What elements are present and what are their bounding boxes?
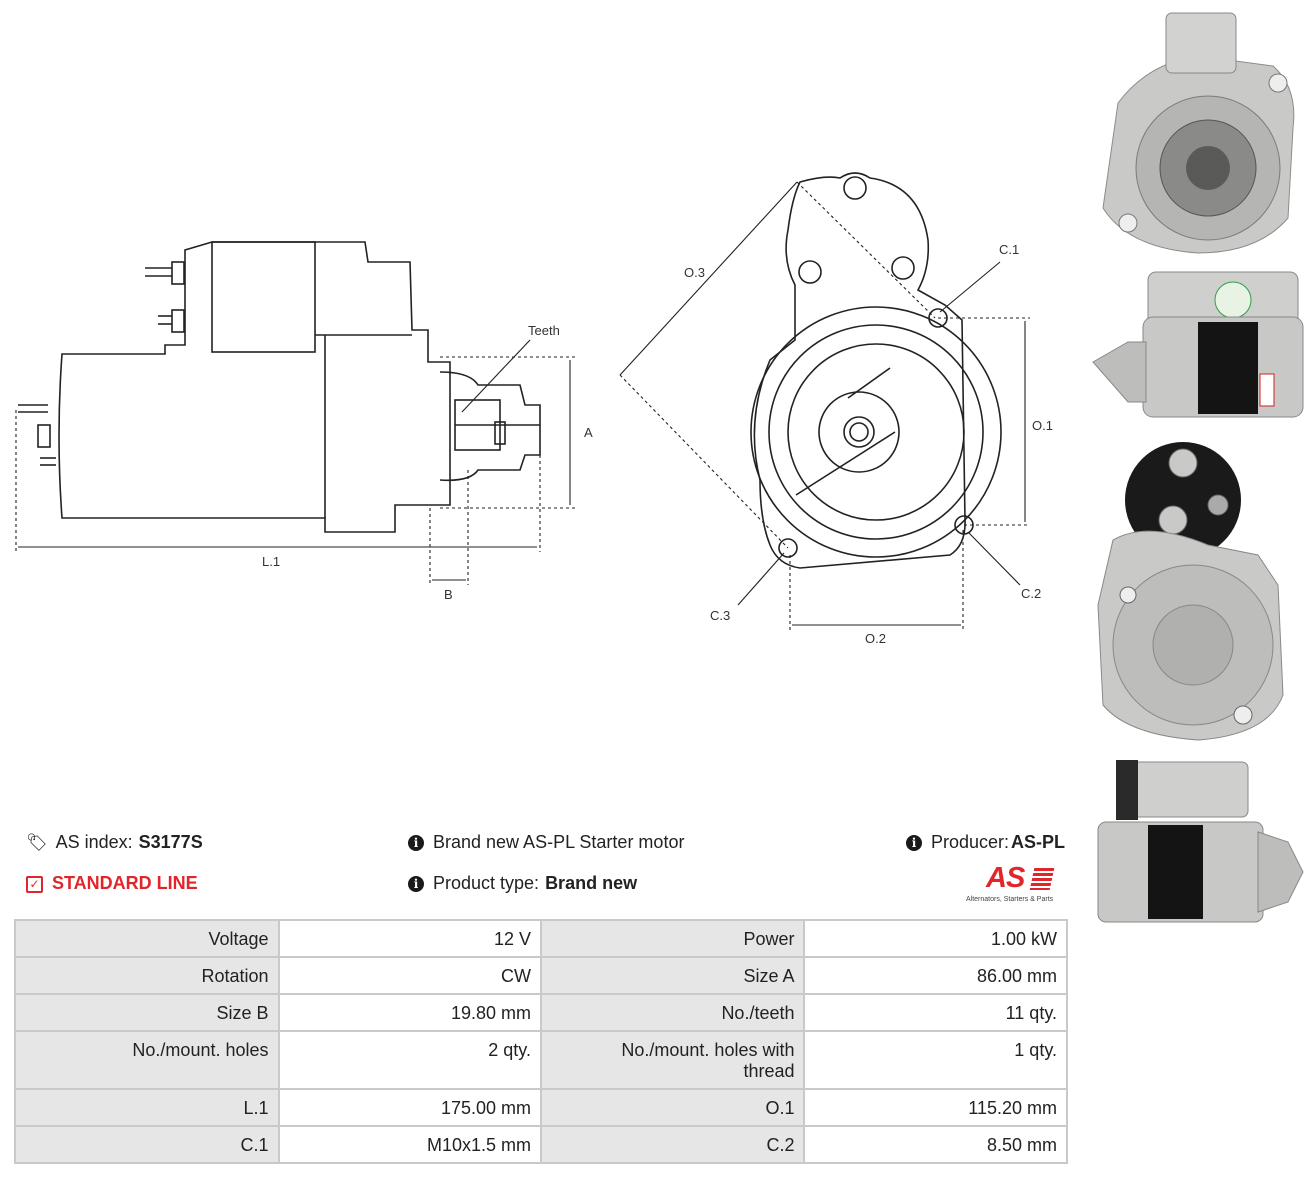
- producer-value: AS-PL: [1011, 832, 1066, 852]
- logo-tagline: Alternators, Starters & Parts: [966, 896, 1054, 903]
- product-type-value: Brand new: [545, 873, 638, 893]
- standard-line-badge: ✓ STANDARD LINE: [26, 873, 198, 894]
- spec-key: Power: [541, 921, 804, 956]
- spec-key: C.1: [16, 1127, 278, 1162]
- as-index-row: 🏷 AS index: S3177S: [26, 832, 203, 853]
- product-type-label: Product type:: [433, 873, 540, 893]
- spec-value: 19.80 mm: [279, 995, 540, 1030]
- tag-icon: 🏷: [26, 832, 48, 852]
- spec-value: 86.00 mm: [805, 958, 1066, 993]
- spec-key: No./teeth: [541, 995, 804, 1030]
- product-photo-rear[interactable]: [1088, 435, 1308, 745]
- logo-mark: AS: [986, 862, 1025, 894]
- product-photo-side[interactable]: [1088, 262, 1308, 427]
- dim-o1-label: O.1: [1032, 418, 1053, 433]
- product-type-row: i Product type: Brand new: [408, 873, 637, 894]
- dim-a-label: A: [584, 425, 593, 440]
- product-photo-front[interactable]: [1088, 8, 1308, 258]
- spec-value: 1.00 kW: [805, 921, 1066, 956]
- brand-text: Brand new AS-PL Starter motor: [433, 832, 685, 852]
- logo-stripes: [1029, 868, 1055, 890]
- as-index-value: S3177S: [138, 832, 203, 852]
- dim-b-label: B: [444, 587, 453, 602]
- spec-value: 1 qty.: [805, 1032, 1066, 1088]
- info-icon: i: [906, 834, 922, 851]
- producer-row: i Producer: AS-PL: [906, 832, 1065, 853]
- spec-key: C.2: [541, 1127, 804, 1162]
- front-view-drawing: O.3 C.1 O.1 C.2 C.3 O.2: [619, 172, 1053, 646]
- spec-value: 11 qty.: [805, 995, 1066, 1030]
- spec-value: 2 qty.: [279, 1032, 540, 1088]
- dim-o3-label: O.3: [684, 265, 705, 280]
- producer-label: Producer:: [931, 832, 1010, 852]
- producer-logo: AS Alternators, Starters & Parts: [962, 862, 1068, 906]
- spec-key: Rotation: [16, 958, 278, 993]
- spec-key: No./mount. holes: [16, 1032, 278, 1088]
- spec-key: O.1: [541, 1090, 804, 1125]
- dim-c3-label: C.3: [710, 608, 730, 623]
- spec-key: L.1: [16, 1090, 278, 1125]
- standard-line-label: STANDARD LINE: [52, 873, 198, 893]
- spec-value: M10x1.5 mm: [279, 1127, 540, 1162]
- spec-value: 8.50 mm: [805, 1127, 1066, 1162]
- as-index-label: AS index:: [55, 832, 133, 852]
- side-view-drawing: Teeth A L.1 B: [15, 241, 593, 602]
- brand-row: i Brand new AS-PL Starter motor: [408, 832, 684, 853]
- spec-key: No./mount. holes with thread: [541, 1032, 804, 1088]
- spec-key: Size B: [16, 995, 278, 1030]
- info-icon: i: [408, 875, 424, 892]
- spec-value: 12 V: [279, 921, 540, 956]
- spec-value: 115.20 mm: [805, 1090, 1066, 1125]
- dim-c1-label: C.1: [999, 242, 1019, 257]
- check-square-icon: ✓: [26, 876, 43, 893]
- dim-l1-label: L.1: [262, 554, 280, 569]
- dim-c2-label: C.2: [1021, 586, 1041, 601]
- spec-value: CW: [279, 958, 540, 993]
- teeth-label: Teeth: [528, 323, 560, 338]
- dim-o2-label: O.2: [865, 631, 886, 646]
- spec-key: Size A: [541, 958, 804, 993]
- spec-key: Voltage: [16, 921, 278, 956]
- spec-value: 175.00 mm: [279, 1090, 540, 1125]
- product-photo-top[interactable]: [1088, 752, 1308, 932]
- info-icon: i: [408, 834, 424, 851]
